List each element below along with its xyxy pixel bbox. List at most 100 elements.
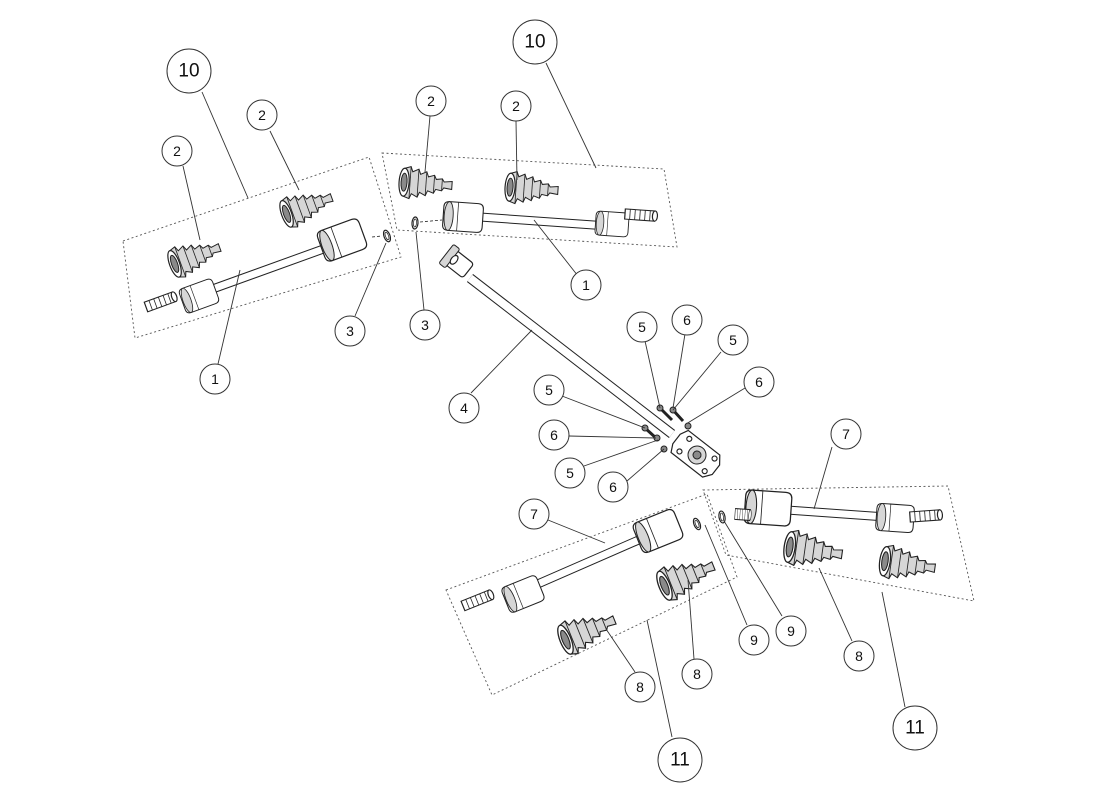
splined-stub [143, 290, 179, 313]
splined-stub [624, 208, 659, 222]
callout-2: 2 [246, 99, 278, 131]
callout-7: 7 [518, 498, 550, 530]
svg-text:2: 2 [512, 98, 520, 114]
svg-text:5: 5 [545, 382, 553, 398]
callout-10: 10 [512, 19, 558, 65]
svg-text:3: 3 [346, 323, 354, 339]
boot-outer [163, 231, 226, 282]
callout-8: 8 [843, 640, 875, 672]
callout-6: 6 [597, 471, 629, 503]
propeller-shaft-assembly [439, 244, 721, 478]
callouts: 10 2 2 1 3 10 2 2 3 1 4 5 6 5 6 5 6 5 6 … [161, 19, 938, 783]
nut [684, 422, 692, 430]
inner-cv-joint [315, 216, 369, 264]
boot-outer [553, 602, 622, 659]
callout-3: 3 [409, 309, 441, 341]
callout-1: 1 [199, 363, 231, 395]
axle-shaft-highlight [479, 213, 609, 230]
svg-text:10: 10 [178, 61, 199, 82]
snap-ring [410, 216, 420, 230]
svg-text:10: 10 [524, 32, 545, 53]
callout-8: 8 [681, 658, 713, 690]
svg-text:1: 1 [582, 277, 590, 293]
svg-text:7: 7 [530, 506, 538, 522]
svg-text:5: 5 [729, 332, 737, 348]
splined-stub-inner [734, 508, 753, 522]
callout-5: 5 [626, 311, 658, 343]
group-boundary-box [381, 152, 678, 248]
svg-text:5: 5 [638, 319, 646, 335]
leader-lines [182, 62, 906, 738]
outer-cv-joint [594, 210, 630, 238]
svg-text:3: 3 [421, 317, 429, 333]
callout-6: 6 [538, 419, 570, 451]
group-boundary-box [702, 485, 975, 602]
boot-outer [503, 170, 560, 208]
svg-text:4: 4 [460, 400, 468, 416]
svg-text:8: 8 [693, 666, 701, 682]
axle-shaft-highlight [522, 531, 652, 594]
callout-8: 8 [624, 671, 656, 703]
propeller-shaft-highlight [467, 274, 675, 438]
group-boundary-box [445, 493, 738, 696]
snap-ring [691, 516, 703, 532]
callout-5: 5 [717, 324, 749, 356]
splined-stub [909, 509, 944, 523]
axle-shaft-highlight [194, 239, 342, 299]
bolt [656, 404, 674, 422]
assembly-group-bottom-right [702, 485, 975, 602]
svg-text:2: 2 [173, 143, 181, 159]
assembly-line [371, 235, 383, 238]
boot-inner [275, 181, 338, 232]
callout-1: 1 [570, 269, 602, 301]
inner-cv-joint [743, 488, 793, 528]
outer-cv-joint [177, 277, 221, 315]
svg-text:2: 2 [258, 107, 266, 123]
callout-11: 11 [657, 737, 703, 783]
bolt [641, 424, 658, 440]
callout-6: 6 [671, 304, 703, 336]
splined-stub [460, 588, 496, 612]
callout-7: 7 [830, 418, 862, 450]
callout-2: 2 [415, 85, 447, 117]
svg-text:2: 2 [427, 93, 435, 109]
assembly-group-bottom-center [445, 493, 738, 696]
svg-text:5: 5 [566, 465, 574, 481]
universal-joint-yoke [439, 244, 474, 278]
inner-cv-joint [631, 507, 685, 555]
svg-text:9: 9 [750, 632, 758, 648]
svg-text:8: 8 [636, 679, 644, 695]
svg-text:6: 6 [683, 312, 691, 328]
svg-text:6: 6 [550, 427, 558, 443]
assembly-group-left-top [122, 156, 402, 339]
outer-cv-joint [874, 502, 916, 534]
svg-text:6: 6 [755, 374, 763, 390]
group-boundary-box [122, 156, 402, 339]
svg-text:6: 6 [609, 479, 617, 495]
flange-coupling [670, 429, 721, 478]
svg-text:7: 7 [842, 426, 850, 442]
callout-9: 9 [738, 624, 770, 656]
callout-3: 3 [334, 315, 366, 347]
axle-shaft-highlight [786, 506, 887, 521]
svg-text:11: 11 [670, 750, 690, 771]
snap-ring [381, 228, 393, 244]
callout-6: 6 [743, 366, 775, 398]
callout-2: 2 [500, 90, 532, 122]
inner-cv-joint [441, 200, 485, 234]
callout-11: 11 [892, 705, 938, 751]
assembly-line [419, 219, 443, 223]
svg-text:11: 11 [905, 718, 925, 739]
svg-text:9: 9 [787, 623, 795, 639]
callout-2: 2 [161, 135, 193, 167]
callout-4: 4 [448, 392, 480, 424]
callout-10: 10 [166, 48, 212, 94]
callout-5: 5 [554, 457, 586, 489]
callout-9: 9 [775, 615, 807, 647]
boot-inner [652, 548, 721, 605]
svg-text:8: 8 [855, 648, 863, 664]
boot-inner [781, 528, 846, 573]
callout-5: 5 [533, 374, 565, 406]
boot-outer [876, 543, 938, 586]
